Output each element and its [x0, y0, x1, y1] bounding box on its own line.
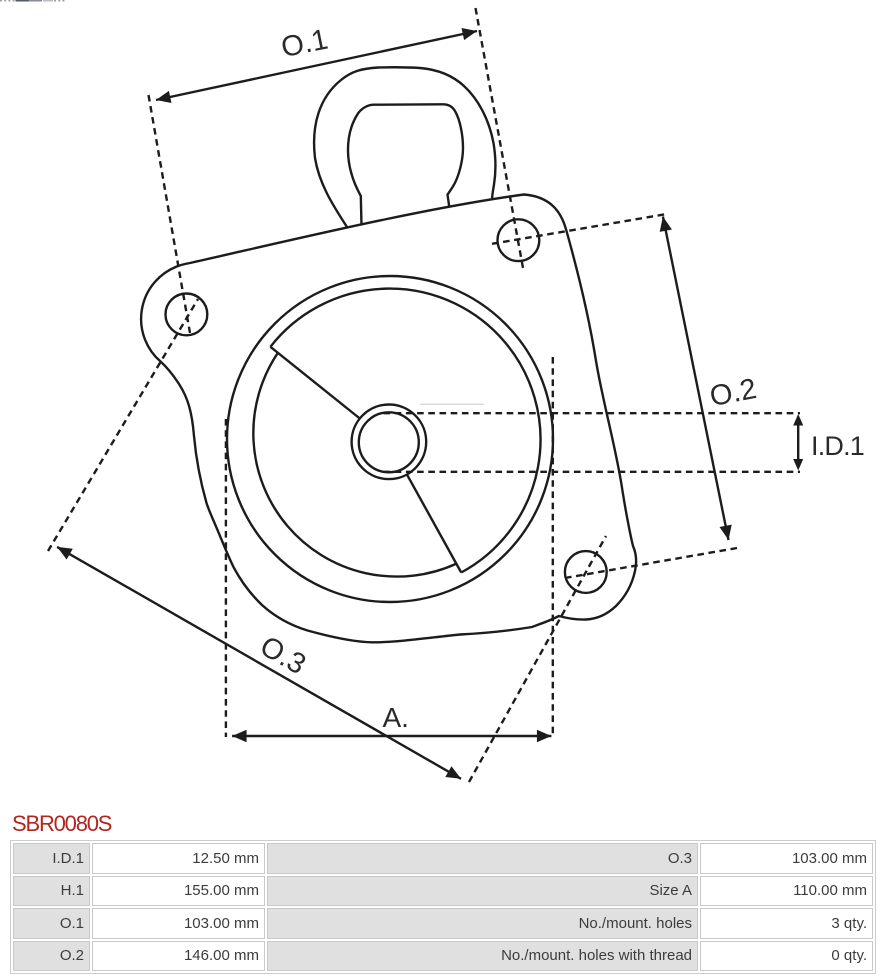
svg-text:O.1: O.1: [279, 23, 331, 64]
svg-text:O.2: O.2: [707, 373, 759, 413]
svg-text:O.3: O.3: [255, 630, 311, 681]
svg-text:I.D.1: I.D.1: [811, 431, 864, 461]
svg-text:A.: A.: [383, 702, 409, 733]
